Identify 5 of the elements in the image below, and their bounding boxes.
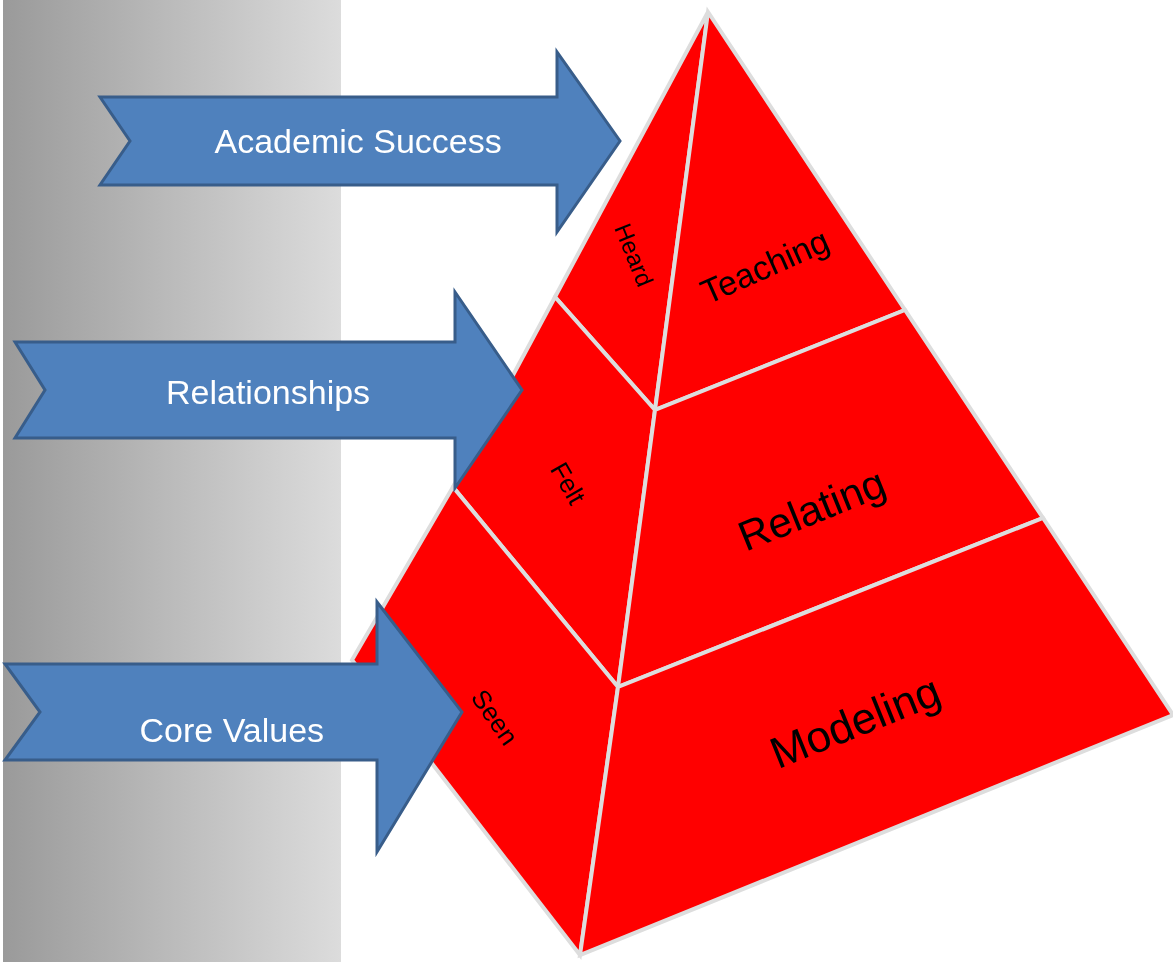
arrow-label: Relationships xyxy=(166,372,371,412)
face-label: Felt xyxy=(542,456,592,510)
arrow-label: Core Values xyxy=(139,710,325,750)
arrow-label: Academic Success xyxy=(214,121,502,161)
face-label: Heard xyxy=(607,219,659,291)
